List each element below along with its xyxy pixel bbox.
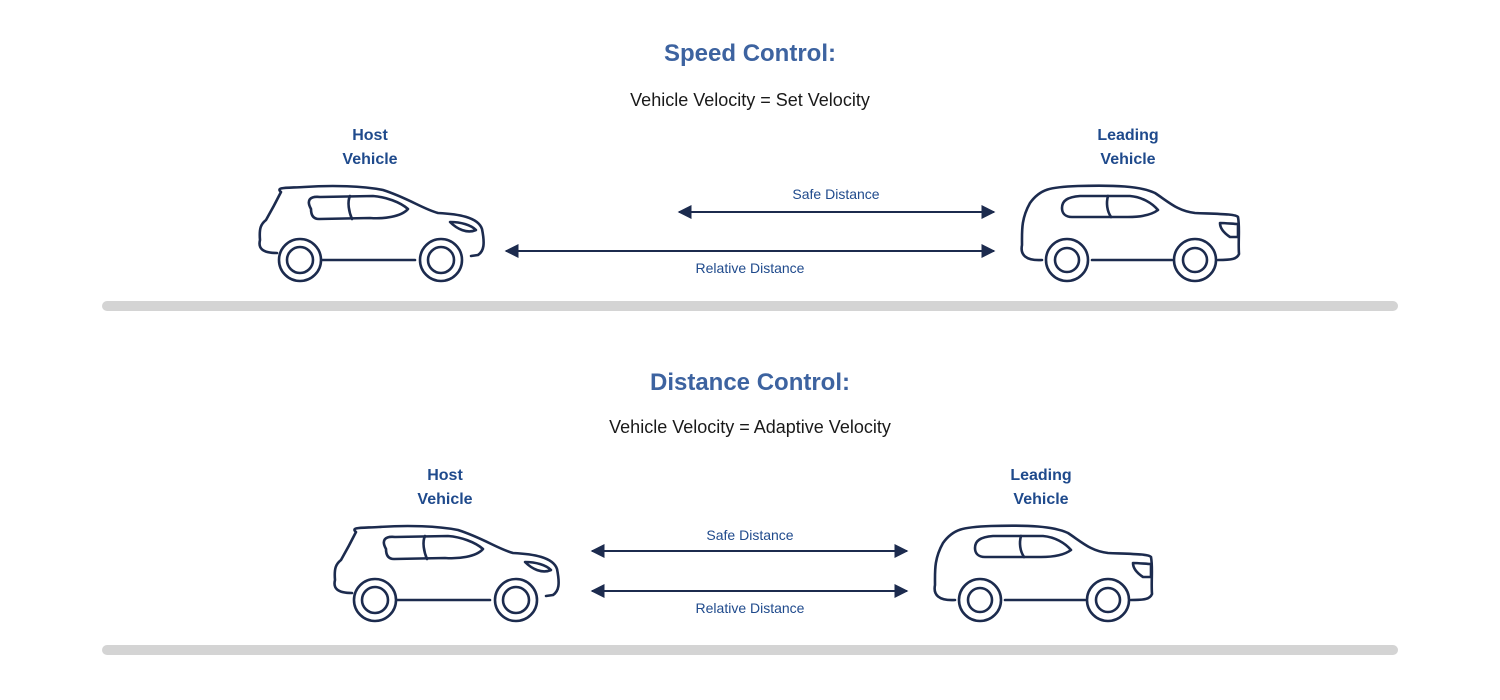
host-vehicle-car-icon [335, 526, 559, 621]
leading-vehicle-car-icon [935, 526, 1152, 621]
leading-vehicle-car-icon [1022, 186, 1239, 281]
host-vehicle-car-icon [260, 186, 484, 281]
